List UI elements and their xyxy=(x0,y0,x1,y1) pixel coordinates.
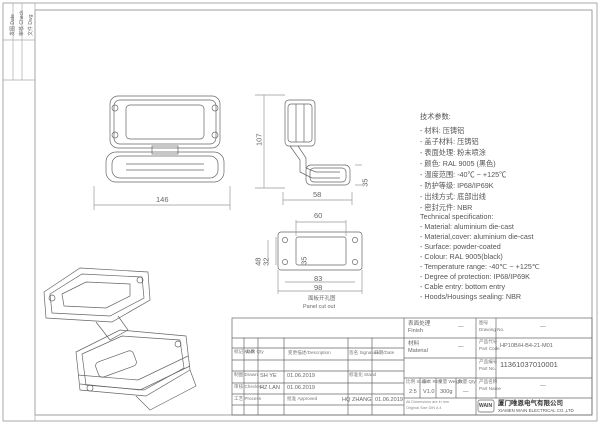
part-name-value: — xyxy=(540,383,546,389)
dim-146: 146 xyxy=(156,195,169,204)
col-description: 变更描述/Description xyxy=(288,350,331,355)
spec-en-heading: Technical specification: xyxy=(420,212,494,221)
dim-107: 107 xyxy=(254,133,264,147)
stand-label: 标准化 Stand xyxy=(349,372,377,377)
part-code-value: HP10B/H-B4-21-M01 xyxy=(500,343,553,349)
scale-value: 2:5 xyxy=(409,389,417,395)
material-label-cn: 材料 xyxy=(408,341,420,347)
part-no-label-cn: 产品编号 xyxy=(479,359,498,364)
margin-dwg-label: 文件 Dwg xyxy=(28,14,34,36)
spec-en-item: - Degree of protection: IP68/IP69K xyxy=(420,272,530,281)
process-label: 工艺 Process xyxy=(234,396,262,401)
margin-check-label: 审核 Check xyxy=(19,10,25,36)
spec-cn-item: - 密封元件: NBR xyxy=(420,203,473,212)
checked-label: 审核 Checked xyxy=(234,384,263,389)
part-code-label-en: Part Code xyxy=(479,346,500,351)
part-name-label-cn: 产品名称 xyxy=(479,379,498,384)
weight-label: 重量 Weight xyxy=(438,379,463,384)
spec-en-item: - Hoods/Housings sealing: NBR xyxy=(420,292,522,301)
company-name-cn: 厦门唯恩电气有限公司 xyxy=(498,400,563,407)
col-signature: 签名 Signature xyxy=(349,350,380,355)
note-size: Original Size DIN A 4 xyxy=(406,406,442,410)
drawing-no-label-cn: 图号 xyxy=(479,320,489,325)
panel-caption-en: Panel cut out xyxy=(303,304,336,310)
spec-cn-item: - 材料: 压铸铝 xyxy=(420,126,465,135)
dim-83: 83 xyxy=(314,274,323,283)
spec-cn-item: - 防护等级: IP68/IP69K xyxy=(420,181,494,190)
spec-en-item: - Cable entry: bottom entry xyxy=(420,282,506,291)
part-no-value: 11361037010001 xyxy=(500,360,558,369)
col-date: 日期/Date xyxy=(374,350,395,355)
part-name-label-en: Part Name xyxy=(479,386,501,391)
spec-en-item: - Material: aluminium die-cast xyxy=(420,222,514,231)
drawing-no-label-en: Drawing No. xyxy=(479,327,505,332)
dim-60: 60 xyxy=(314,211,323,220)
scale-label: 比例 Scale xyxy=(406,379,428,384)
approved-name: HQ ZHANG xyxy=(342,397,372,403)
material-label-en: Material xyxy=(408,348,428,354)
finish-label-en: Finish xyxy=(408,328,423,334)
part-no-label-en: Part No. xyxy=(479,366,496,371)
company-name-en: XIAMEN WAIN ELECTRICAL CO.,LTD xyxy=(498,408,574,413)
drawn-label: 制图 Drawn xyxy=(234,372,258,377)
dim-58: 58 xyxy=(313,190,322,199)
spec-cn-item: - 表面处理: 粉末喷涂 xyxy=(420,148,486,157)
spec-en-item: - Surface: powder-coated xyxy=(420,242,501,251)
finish-label-cn: 表面处理 xyxy=(408,321,431,327)
panel-caption-cn: 面板开孔图 xyxy=(308,296,336,302)
part-code-label-cn: 产品代号 xyxy=(479,339,498,344)
material-value: — xyxy=(458,344,464,350)
dim-32: 32 xyxy=(261,257,271,266)
spec-en-item: - Material,cover: aluminium die-cast xyxy=(420,232,534,241)
approved-date: 01.06.2019 xyxy=(375,397,403,403)
qty-value: — xyxy=(463,389,469,395)
rev-label: 版本 REV xyxy=(422,379,442,384)
col-qty: 处数 Qty xyxy=(246,349,264,354)
drawing-no-value: — xyxy=(540,324,546,330)
spec-cn-item: - 盖子材料: 压铸铝 xyxy=(420,137,479,146)
spec-cn-block: 技术参数: - 材料: 压铸铝 - 盖子材料: 压铸铝 - 表面处理: 粉末喷涂… xyxy=(420,112,506,213)
company-logo: WAIN xyxy=(479,403,493,409)
weight-value: 300g xyxy=(440,389,453,395)
approved-label: 批准 Approved xyxy=(287,396,318,401)
spec-cn-item: - 出线方式: 底部出线 xyxy=(420,192,486,201)
note-dimensions: All Dimensions are in mm xyxy=(406,400,450,404)
dim-35-panel: 35 xyxy=(299,256,309,265)
dim-98: 98 xyxy=(314,283,323,292)
spec-cn-item: - 温度范围: -40℃ ~ +125℃ xyxy=(420,170,507,179)
dim-35-side: 35 xyxy=(360,178,370,187)
spec-en-block: Technical specification: - Material: alu… xyxy=(420,212,540,302)
margin-date-label: 发图 Date xyxy=(10,14,16,36)
drawn-name: SH YE xyxy=(260,373,277,379)
spec-cn-item: - 颜色: RAL 9005 (黑色) xyxy=(420,159,496,168)
checked-name: HZ LAN xyxy=(260,385,280,391)
spec-en-item: - Temperature range: -40℃ ~ +125℃ xyxy=(420,262,540,271)
spec-cn-heading: 技术参数: xyxy=(420,112,451,121)
finish-value: — xyxy=(458,324,464,330)
col-mark: 标记 Mark xyxy=(234,349,255,354)
drawn-date: 01.06.2019 xyxy=(287,373,315,379)
qty-label: 数量 Qty xyxy=(458,379,476,384)
checked-date: 01.06.2019 xyxy=(287,385,315,391)
rev-value: V1.0 xyxy=(423,389,435,395)
spec-en-item: - Colour: RAL 9005(black) xyxy=(420,252,503,261)
